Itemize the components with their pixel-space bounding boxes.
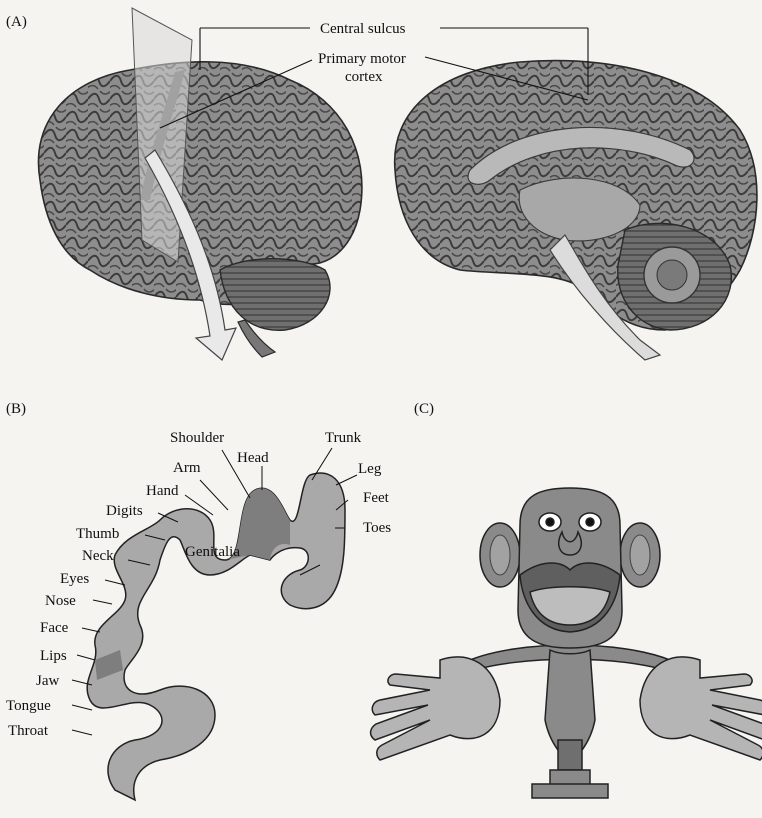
label-toes: Toes <box>363 520 391 536</box>
panel-c-label: (C) <box>414 401 434 417</box>
label-thumb: Thumb <box>76 526 119 542</box>
label-primary-motor-2: cortex <box>345 69 383 85</box>
label-nose: Nose <box>45 593 76 609</box>
homunculus-hand-left <box>371 657 500 760</box>
label-central-sulcus: Central sulcus <box>320 21 406 37</box>
label-trunk: Trunk <box>325 430 362 446</box>
label-head: Head <box>237 450 269 466</box>
label-throat: Throat <box>8 723 49 739</box>
medial-brain <box>395 61 757 360</box>
label-shoulder: Shoulder <box>170 430 224 446</box>
label-hand: Hand <box>146 483 179 499</box>
label-neck: Neck <box>82 548 114 564</box>
panel-b-label: (B) <box>6 401 26 417</box>
label-tongue: Tongue <box>6 698 51 714</box>
label-genitalia: Genitalia <box>185 544 240 560</box>
label-primary-motor-1: Primary motor <box>318 51 406 67</box>
label-jaw: Jaw <box>36 673 59 689</box>
label-feet: Feet <box>363 490 390 506</box>
homunculus-hand-right <box>640 657 762 760</box>
label-leg: Leg <box>358 461 382 477</box>
homunculus-feet <box>532 784 608 798</box>
cerebellum-lateral <box>220 259 330 331</box>
label-lips: Lips <box>40 648 67 664</box>
label-eyes: Eyes <box>60 571 89 587</box>
panel-a-label: (A) <box>6 14 27 30</box>
cortical-strip <box>87 473 345 800</box>
homunculus <box>371 488 762 798</box>
homunculus-genitalia <box>558 740 582 770</box>
label-face: Face <box>40 620 69 636</box>
label-digits: Digits <box>106 503 143 519</box>
label-arm: Arm <box>173 460 201 476</box>
